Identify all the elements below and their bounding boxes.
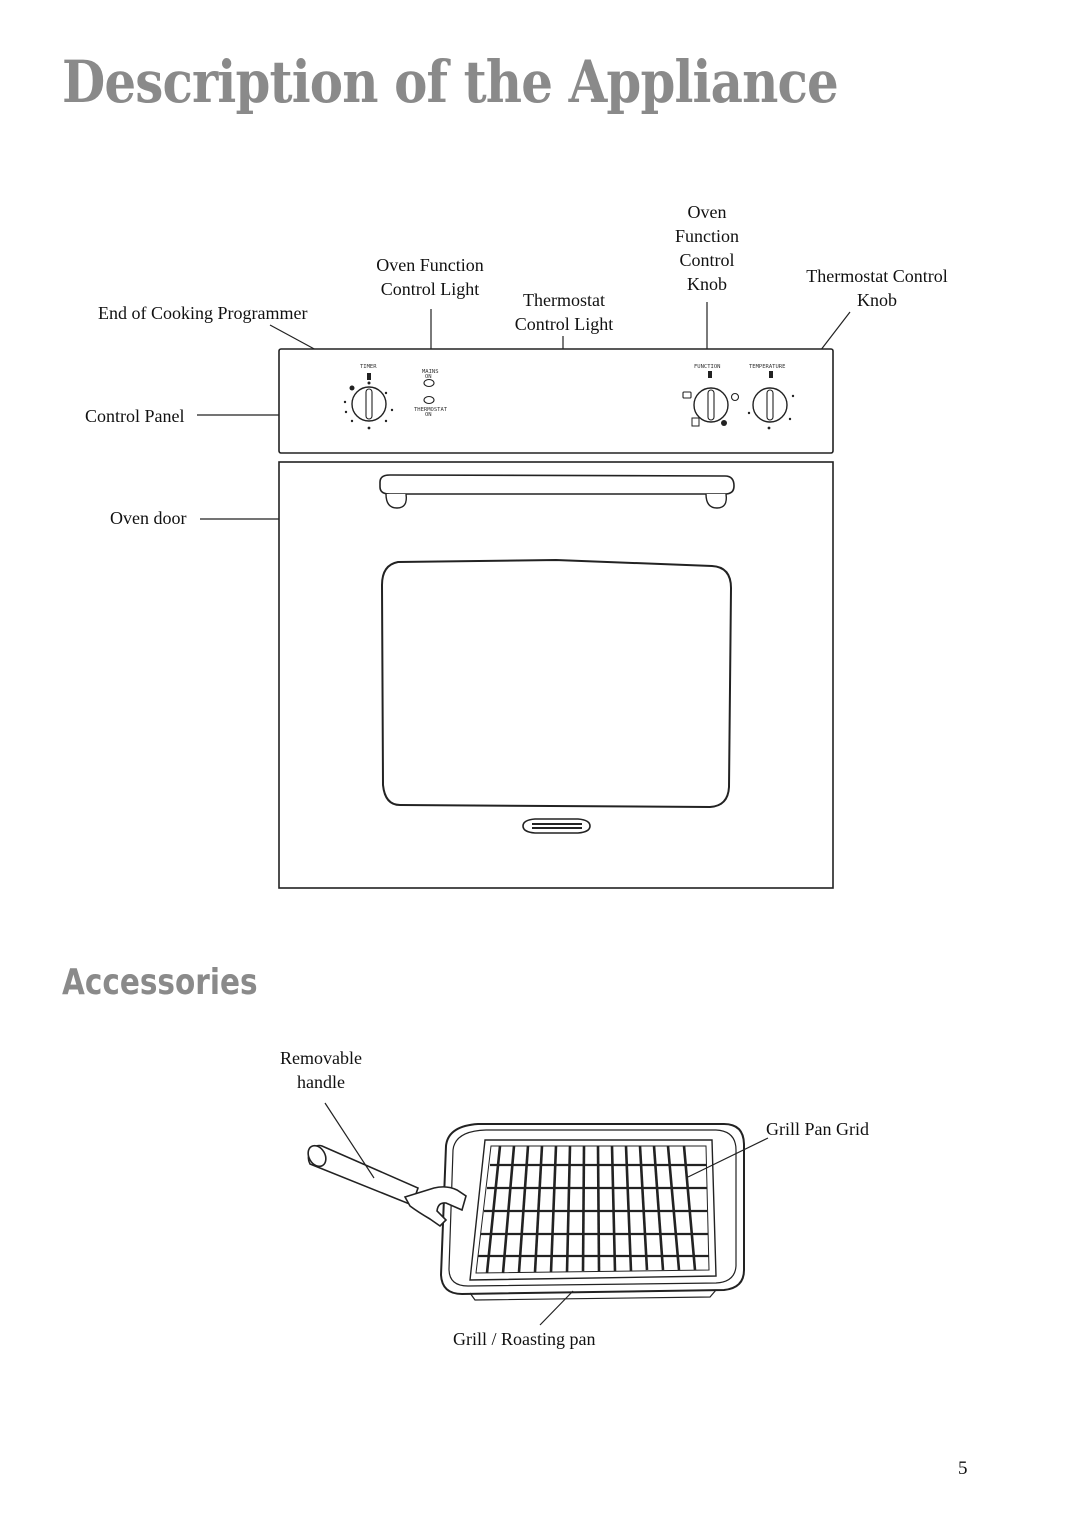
removable-handle [307,1144,467,1228]
roasting-pan [439,1123,745,1296]
thermostat-knob [747,371,795,430]
thermostat-light-leader-line [434,336,564,407]
temperature-marking: TEMPERATURE [749,364,785,370]
control-panel: TIMER MAINS ON THERMOSTAT ON FUNCTION TE… [278,348,834,454]
page-number: 5 [958,1458,968,1479]
mains-on-marking-2: ON [425,374,432,380]
thermostat-on-marking: THERMOSTAT [414,407,448,413]
thermostat-on-marking-2: ON [425,412,432,418]
oven-door-handle [379,474,735,495]
grill-pan-grid [469,1139,717,1281]
end-of-cooking-programmer-label: End of Cooking Programmer [98,303,308,323]
grill-roasting-pan-label: Grill / Roasting pan [453,1329,596,1349]
mains-on-light [423,378,435,388]
programmer-leader-line [269,324,367,378]
thermostat-control-knob-label: Thermostat Control Knob [806,266,948,310]
thermostat-on-light [423,395,435,405]
timer-knob [343,373,394,430]
thermostat-control-light-label: Thermostat Control Light [514,290,614,334]
oven-door [278,461,834,889]
grill-pan-grid-label: Grill Pan Grid [766,1119,869,1139]
control-panel-label: Control Panel [85,406,185,426]
oven-function-control-knob-label: Oven Function Control Knob [674,202,739,294]
oven-function-control-light-label: Oven Function Control Light [376,255,484,299]
removable-handle-label: Removable handle [280,1048,362,1092]
thermostat-knob-leader-line [796,311,851,382]
grill-pan-illustration [307,1102,769,1326]
function-marking: FUNCTION [694,364,721,370]
page-title: Description of the Appliance [62,48,839,116]
accessories-heading: Accessories [62,962,258,1003]
handle-right-mount [705,493,727,509]
timer-marking: TIMER [360,364,377,370]
oven-door-label: Oven door [110,508,187,528]
oven-window [380,558,733,809]
mains-on-marking: MAINS [422,369,439,375]
brand-badge-logo [522,818,591,834]
function-knob [682,371,740,427]
handle-left-mount [385,493,407,509]
